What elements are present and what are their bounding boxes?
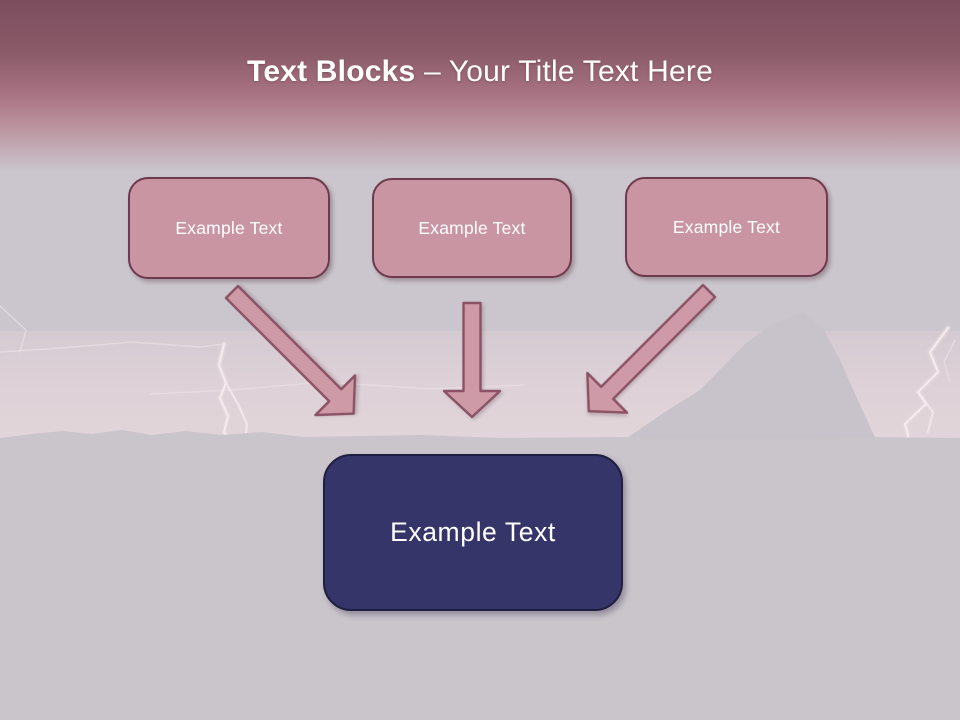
result-block: Example Text — [323, 454, 623, 611]
text-block-1-label: Example Text — [175, 217, 283, 238]
text-block-2: Example Text — [372, 178, 572, 278]
text-block-2-label: Example Text — [418, 217, 526, 238]
slide-title: Text Blocks – Your Title Text Here — [0, 53, 960, 91]
lightning-streak-corner — [0, 305, 27, 353]
slide-title-bold: Text Blocks — [247, 55, 416, 88]
result-block-label: Example Text — [390, 517, 556, 547]
slide-title-rest: – Your Title Text Here — [423, 55, 713, 88]
lightning-bolt-right — [902, 325, 956, 446]
text-block-1: Example Text — [128, 177, 330, 279]
title-bar-gradient — [0, 0, 960, 172]
lightning-streak-left — [0, 341, 225, 353]
text-block-3: Example Text — [625, 177, 828, 277]
text-block-3-label: Example Text — [672, 216, 781, 237]
